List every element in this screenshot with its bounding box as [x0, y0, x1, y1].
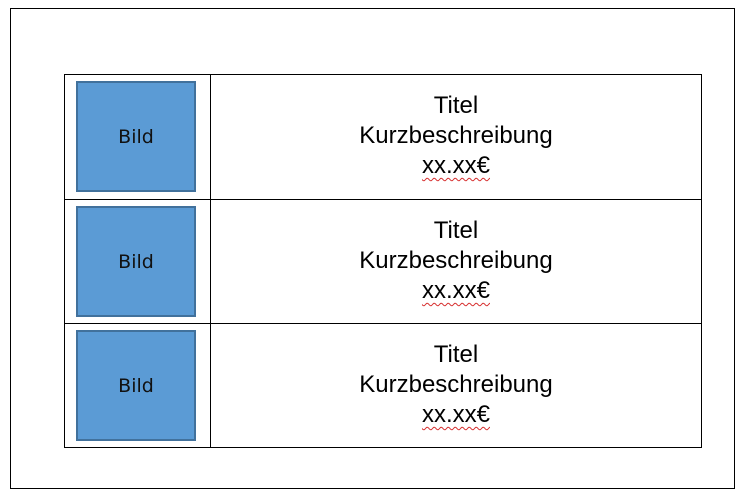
product-info: Titel Kurzbeschreibung xx.xx€ [211, 75, 701, 199]
product-price: xx.xx€ [421, 152, 490, 179]
product-title: Titel [433, 217, 479, 244]
product-price: xx.xx€ [421, 277, 490, 304]
product-description: Kurzbeschreibung [359, 247, 553, 274]
column-divider [210, 75, 211, 447]
image-label: Bild [118, 250, 154, 273]
image-label: Bild [118, 374, 154, 397]
product-description: Kurzbeschreibung [359, 122, 553, 149]
product-row: Bild Titel Kurzbeschreibung xx.xx€ [65, 323, 701, 447]
product-info: Titel Kurzbeschreibung xx.xx€ [211, 200, 701, 324]
product-price: xx.xx€ [421, 401, 490, 428]
product-image-placeholder: Bild [76, 330, 196, 441]
product-title: Titel [433, 341, 479, 368]
image-label: Bild [118, 125, 154, 148]
product-row: Bild Titel Kurzbeschreibung xx.xx€ [65, 199, 701, 323]
product-image-placeholder: Bild [76, 206, 196, 317]
product-table: Bild Titel Kurzbeschreibung xx.xx€ Bild … [64, 74, 702, 448]
product-row: Bild Titel Kurzbeschreibung xx.xx€ [65, 75, 701, 199]
product-image-placeholder: Bild [76, 81, 196, 192]
product-description: Kurzbeschreibung [359, 371, 553, 398]
product-title: Titel [433, 92, 479, 119]
product-info: Titel Kurzbeschreibung xx.xx€ [211, 324, 701, 448]
outer-frame: Bild Titel Kurzbeschreibung xx.xx€ Bild … [10, 8, 735, 489]
